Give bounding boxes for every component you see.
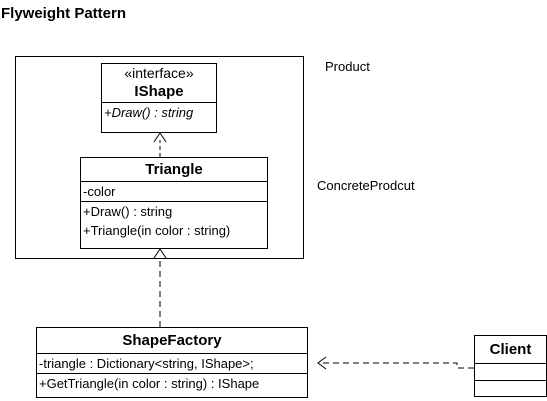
triangle-operations: +Draw() : string +Triangle(in color : st… bbox=[81, 202, 267, 240]
client-attributes bbox=[475, 364, 546, 381]
client-class[interactable]: Client bbox=[474, 335, 547, 397]
ishape-operations: +Draw() : string bbox=[102, 103, 216, 122]
product-frame bbox=[15, 56, 304, 259]
ishape-header: «interface» IShape bbox=[102, 64, 216, 103]
client-operations bbox=[475, 381, 546, 397]
shapefactory-attribute: -triangle : Dictionary<string, IShape>; bbox=[39, 356, 254, 371]
client-name: Client bbox=[475, 336, 546, 364]
client-to-factory-line bbox=[318, 362, 474, 369]
triangle-name: Triangle bbox=[81, 158, 267, 182]
diagram-title: Flyweight Pattern bbox=[1, 5, 127, 22]
ishape-name: IShape bbox=[134, 83, 184, 100]
client-to-factory-arrowhead bbox=[317, 356, 327, 370]
triangle-attribute: -color bbox=[83, 184, 116, 199]
shapefactory-class[interactable]: ShapeFactory -triangle : Dictionary<stri… bbox=[36, 327, 308, 398]
shapefactory-operation: +GetTriangle(in color : string) : IShape bbox=[39, 376, 260, 391]
triangle-operation: +Draw() : string bbox=[83, 204, 173, 219]
shapefactory-attributes: -triangle : Dictionary<string, IShape>; bbox=[37, 354, 307, 374]
triangle-class[interactable]: Triangle -color +Draw() : string +Triang… bbox=[80, 157, 268, 249]
shapefactory-operations: +GetTriangle(in color : string) : IShape bbox=[37, 374, 307, 393]
ishape-operation: +Draw() : string bbox=[104, 105, 194, 120]
realization-arrowhead bbox=[153, 132, 167, 143]
triangle-attributes: -color bbox=[81, 182, 267, 202]
concrete-product-label: ConcreteProdcut bbox=[317, 178, 415, 193]
ishape-class[interactable]: «interface» IShape +Draw() : string bbox=[101, 63, 217, 133]
shapefactory-name: ShapeFactory bbox=[37, 328, 307, 354]
factory-to-triangle-arrowhead bbox=[153, 248, 167, 259]
triangle-operation: +Triangle(in color : string) bbox=[83, 223, 231, 238]
product-label: Product bbox=[325, 59, 370, 74]
ishape-stereotype: «interface» bbox=[124, 65, 194, 81]
